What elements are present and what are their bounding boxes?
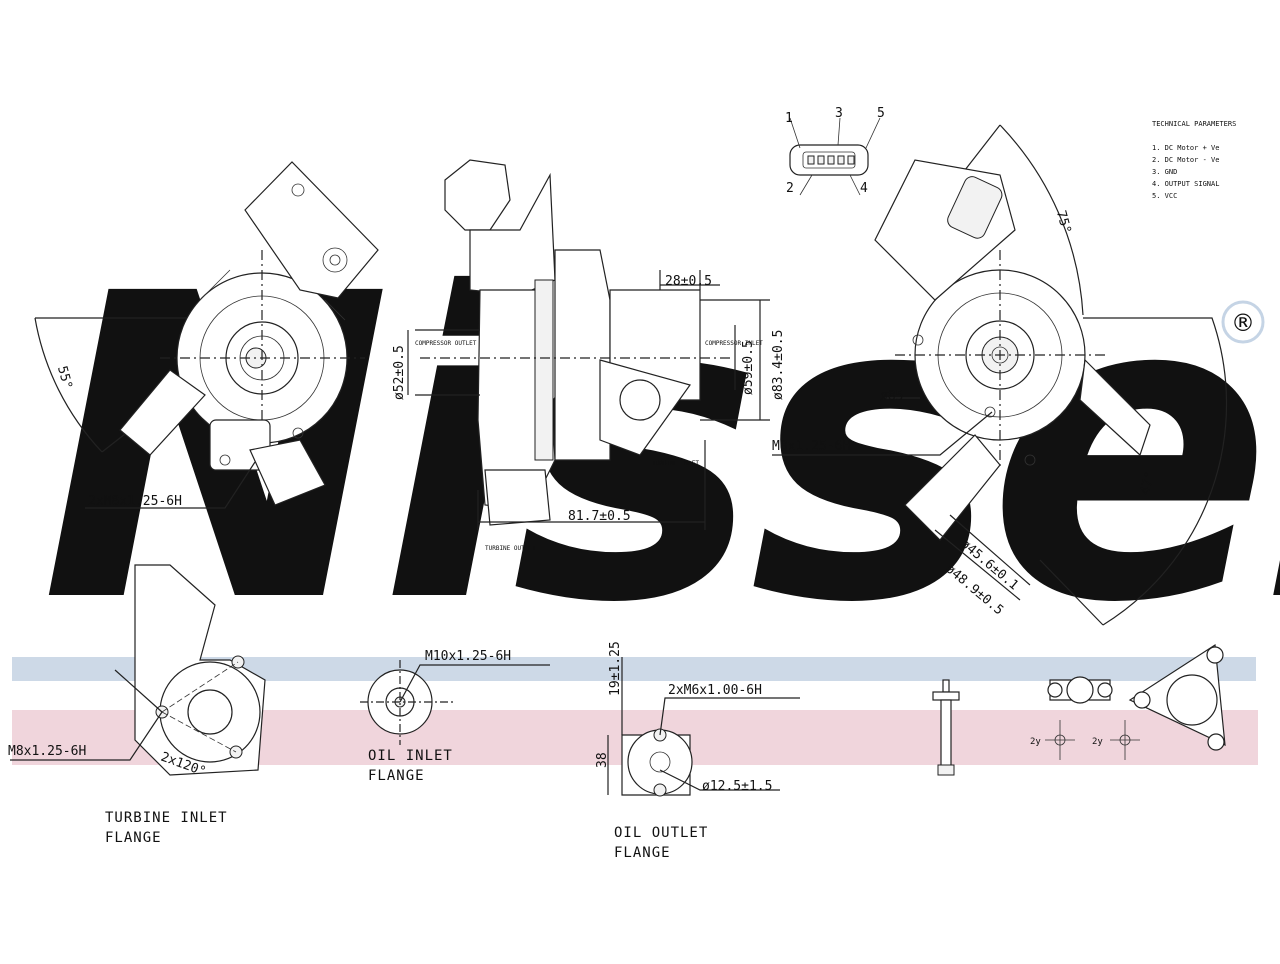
dim-2xm8-left: 2xM8x1.25-6H bbox=[88, 494, 182, 509]
label-oil-outlet-flange-1: OIL OUTLET bbox=[614, 825, 708, 841]
pin-1-label: 1 bbox=[785, 111, 793, 126]
connector-pinout bbox=[789, 117, 881, 196]
dim-angle-top: 75° bbox=[1053, 209, 1074, 236]
dim-phi52: ø52±0.5 bbox=[392, 345, 407, 400]
turbo-left-view bbox=[34, 161, 379, 509]
tech-param-4: 4. OUTPUT SIGNAL bbox=[1152, 180, 1219, 188]
label-turbine-inlet-flange-2: FLANGE bbox=[105, 830, 162, 846]
dim-38: 38 bbox=[595, 752, 610, 768]
dim-2y-b: 2y bbox=[1092, 737, 1103, 747]
pin-4-label: 4 bbox=[860, 181, 868, 196]
label-turbine-inlet-flange-1: TURBINE INLET bbox=[105, 810, 228, 826]
technical-parameters: TECHNICAL PARAMETERS 1. DC Motor + Ve 2.… bbox=[1152, 120, 1236, 200]
dim-phi83: ø83.4±0.5 bbox=[771, 330, 786, 400]
pin-2-label: 2 bbox=[786, 181, 794, 196]
pin-3-label: 3 bbox=[835, 106, 843, 121]
turbine-inlet-flange bbox=[10, 564, 266, 776]
pin-5-label: 5 bbox=[877, 106, 885, 121]
dim-19: 19±1.25 bbox=[608, 641, 623, 696]
note-turbine-outlet: TURBINE OUTLET bbox=[485, 545, 536, 552]
label-oil-outlet-flange-2: FLANGE bbox=[614, 845, 671, 861]
tech-param-3: 3. GND bbox=[1152, 168, 1177, 176]
turbine-gasket bbox=[1128, 643, 1226, 751]
tech-param-1: 1. DC Motor + Ve bbox=[1152, 144, 1219, 152]
note-compressor-inlet: COMPRESSOR INLET bbox=[705, 340, 763, 347]
tech-param-2: 2. DC Motor - Ve bbox=[1152, 156, 1219, 164]
tech-params-title: TECHNICAL PARAMETERS bbox=[1152, 120, 1236, 128]
turbo-right-view bbox=[772, 124, 1228, 626]
dim-2xm6: 2xM6x1.00-6H bbox=[668, 683, 762, 698]
dim-phi85: ø85 bbox=[880, 389, 903, 404]
bolt-part bbox=[932, 679, 960, 776]
oil-outlet-flange bbox=[607, 657, 800, 797]
label-oil-inlet-flange-1: OIL INLET bbox=[368, 748, 453, 764]
registered-mark: ® bbox=[1231, 309, 1255, 337]
note-turbine-inlet: TURBINE INLET bbox=[652, 460, 699, 467]
dim-phi59: ø59±0.5 bbox=[741, 340, 756, 395]
tech-param-5: 5. VCC bbox=[1152, 192, 1177, 200]
dim-m10: M10x1.25-6H bbox=[425, 649, 511, 664]
dim-angle-left: 55° bbox=[54, 364, 75, 391]
dim-28: 28±0.5 bbox=[665, 274, 712, 289]
oil-gasket bbox=[1045, 676, 1140, 760]
dim-m8-right: M8x1.25-6H bbox=[772, 439, 850, 454]
registered-mark-icon bbox=[1221, 300, 1265, 344]
oil-inlet-flange bbox=[360, 660, 550, 745]
turbo-center-view bbox=[407, 159, 770, 530]
note-compressor-outlet: COMPRESSOR OUTLET bbox=[415, 340, 477, 347]
dim-phi12: ø12.5±1.5 bbox=[702, 779, 772, 794]
dim-2y-a: 2y bbox=[1030, 737, 1041, 747]
dim-81-7: 81.7±0.5 bbox=[568, 509, 631, 524]
dim-m8-bottom: M8x1.25-6H bbox=[8, 744, 86, 759]
dim-angle-right: 47° bbox=[1138, 470, 1159, 497]
label-oil-inlet-flange-2: FLANGE bbox=[368, 768, 425, 784]
